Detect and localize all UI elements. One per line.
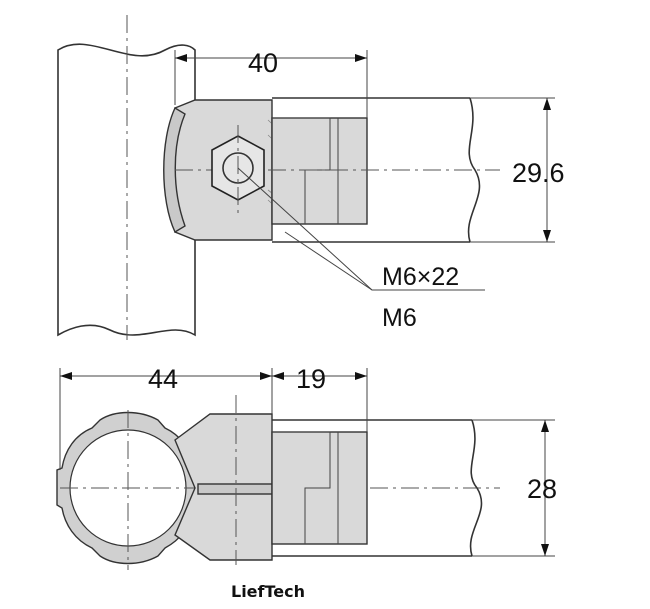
connector-block-top	[271, 117, 368, 225]
dim-top-width	[174, 50, 368, 118]
callout-thread: M6	[382, 304, 417, 332]
dim-40-label: 40	[248, 48, 278, 78]
top-view	[57, 15, 555, 340]
leader-thread	[284, 231, 373, 291]
dim-44-label: 44	[148, 364, 178, 394]
dim-28-label: 28	[527, 474, 557, 504]
callout-bolt: M6×22	[382, 263, 459, 291]
dim-bottom-height	[472, 419, 555, 557]
dim-top-height	[470, 97, 555, 243]
dim-bottom-widths	[59, 368, 368, 470]
dim-19-label: 19	[296, 364, 326, 394]
dim-29-6-label: 29.6	[512, 158, 565, 188]
brand-label: LiefTech	[231, 582, 305, 601]
bottom-view	[56, 368, 555, 570]
